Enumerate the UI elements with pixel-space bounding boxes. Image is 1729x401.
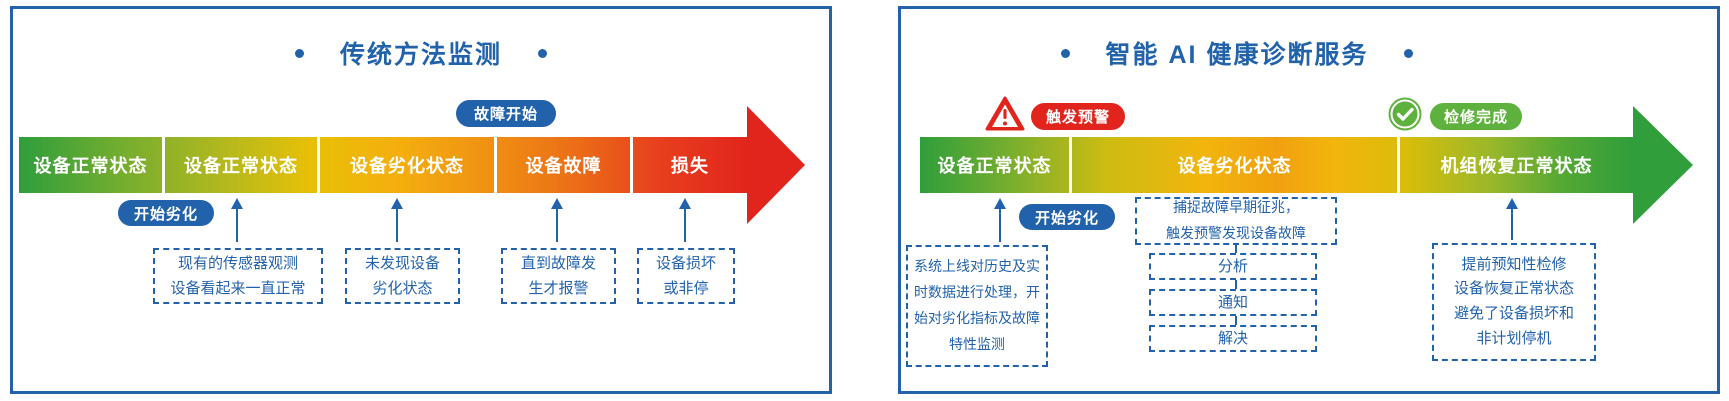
up-arrow-icon bbox=[231, 198, 243, 242]
note-sensors-normal: 现有的传感器观测 设备看起来一直正常 bbox=[153, 248, 323, 304]
step-resolve: 解决 bbox=[1149, 325, 1317, 352]
panel-title-row-traditional: 传统方法监测 bbox=[13, 35, 829, 71]
up-arrow-icon bbox=[1506, 198, 1518, 240]
timeline-arrowhead-icon bbox=[1633, 106, 1693, 224]
timeline-segment-degrade: 设备劣化状态 bbox=[320, 137, 497, 193]
timeline-segment-degrade: 设备劣化状态 bbox=[1072, 137, 1400, 193]
timeline-arrowhead-icon bbox=[747, 106, 805, 224]
panel-ai-diagnosis: 智能 AI 健康诊断服务 触发预警 检修完成 设备正常状态 设备劣化状态 机组恢… bbox=[898, 6, 1720, 394]
connector-line bbox=[1235, 316, 1237, 325]
title-bullet-icon bbox=[1060, 48, 1070, 58]
note-capture-early-signs: 捕捉故障早期征兆， 触发预警发现设备故障 bbox=[1135, 197, 1337, 245]
timeline-segment-normal: 设备正常状态 bbox=[920, 137, 1072, 193]
panel-traditional: 传统方法监测 故障开始 设备正常状态 设备正常状态 设备劣化状态 设备故障 损失… bbox=[10, 6, 832, 394]
step-analyze: 分析 bbox=[1149, 253, 1317, 280]
timeline-segment-loss: 损失 bbox=[671, 156, 709, 176]
note-predictive-maintenance: 提前预知性检修 设备恢复正常状态 避免了设备损坏和 非计划停机 bbox=[1432, 243, 1596, 361]
connector-line bbox=[1235, 280, 1237, 289]
timeline-ai: 设备正常状态 设备劣化状态 机组恢复正常状态 bbox=[920, 137, 1633, 193]
timeline-traditional: 设备正常状态 设备正常状态 设备劣化状态 设备故障 损失 bbox=[19, 137, 747, 193]
warning-icon bbox=[985, 96, 1025, 131]
check-icon bbox=[1388, 97, 1422, 131]
step-notify: 通知 bbox=[1149, 289, 1317, 316]
degrade-start-badge: 开始劣化 bbox=[1019, 204, 1115, 230]
timeline-segment-fault: 设备故障 bbox=[497, 137, 633, 193]
panel-title-row-ai: 智能 AI 健康诊断服务 bbox=[829, 35, 1645, 71]
timeline-segment-normal-1: 设备正常状态 bbox=[19, 137, 165, 193]
up-arrow-icon bbox=[551, 198, 563, 242]
alert-badge: 触发预警 bbox=[1031, 103, 1125, 130]
fault-start-badge: 故障开始 bbox=[456, 100, 556, 127]
title-bullet-icon bbox=[1404, 48, 1414, 58]
degrade-start-badge: 开始劣化 bbox=[118, 200, 214, 226]
title-bullet-icon bbox=[294, 48, 304, 58]
up-arrow-icon bbox=[391, 198, 403, 242]
up-arrow-icon bbox=[679, 198, 691, 242]
note-alarm-late: 直到故障发 生才报警 bbox=[501, 248, 616, 304]
done-badge: 检修完成 bbox=[1430, 103, 1522, 130]
note-degrade-missed: 未发现设备 劣化状态 bbox=[345, 248, 460, 304]
panel-title-ai: 智能 AI 健康诊断服务 bbox=[1105, 41, 1369, 69]
title-bullet-icon bbox=[538, 48, 547, 58]
panel-title-traditional: 传统方法监测 bbox=[339, 41, 502, 69]
connector-line bbox=[1235, 245, 1237, 253]
note-damage-downtime: 设备损坏 或非停 bbox=[637, 248, 735, 304]
timeline-segment-recovered: 机组恢复正常状态 bbox=[1440, 156, 1593, 176]
timeline-segment-normal-2: 设备正常状态 bbox=[165, 137, 320, 193]
note-system-online: 系统上线对历史及实 时数据进行处理，开 始对劣化指标及故障 特性监测 bbox=[906, 245, 1048, 367]
up-arrow-icon bbox=[994, 198, 1006, 242]
